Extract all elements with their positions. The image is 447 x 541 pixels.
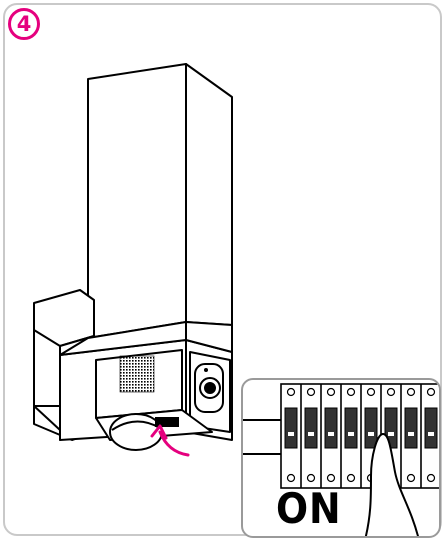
breaker-inset: ON	[241, 378, 441, 538]
camera-lens-icon	[195, 364, 223, 412]
light-tower	[88, 64, 232, 338]
speaker-grille	[120, 356, 154, 392]
on-label: ON	[276, 488, 342, 530]
circuit-breaker-panel	[243, 380, 441, 538]
